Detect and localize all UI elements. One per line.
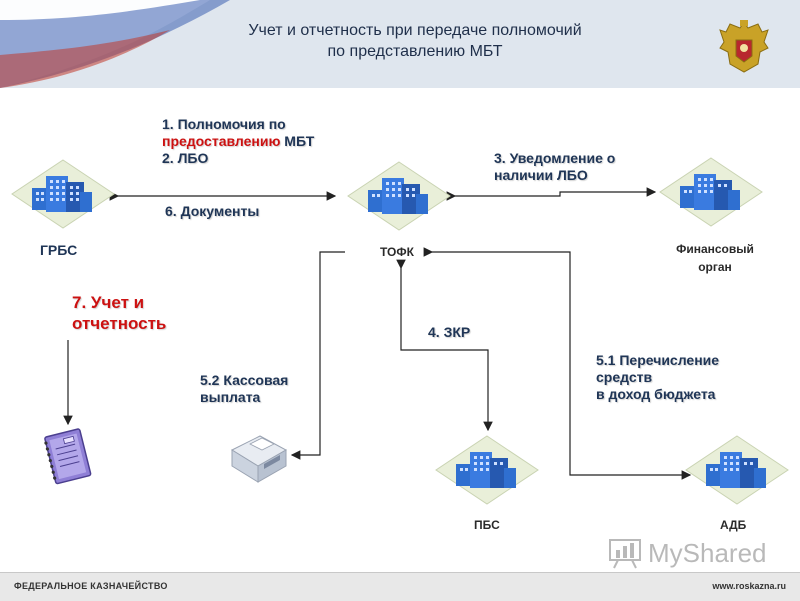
- flow-label-4: 4. ЗКР: [428, 324, 471, 340]
- node-label-tofk: ТОФК: [380, 245, 414, 259]
- arrow-tofk-finorgan: [446, 187, 657, 201]
- treasury-emblem-icon: [719, 20, 769, 73]
- footer-org-name: ФЕДЕРАЛЬНОЕ КАЗНАЧЕЙСТВО: [14, 581, 168, 591]
- flow-1-line1: 1. Полномочия по: [162, 116, 286, 132]
- header: Учет и отчетность при передаче полномочи…: [0, 0, 800, 88]
- flow-label-6: 6. Документы: [165, 203, 260, 219]
- title-line-2: по представлению МБТ: [327, 43, 503, 60]
- notebook-icon: [44, 428, 92, 485]
- presentation-board-icon: [609, 539, 641, 569]
- pbs-building-icon: [435, 435, 539, 505]
- arrow-pbs-tofk: [396, 259, 493, 432]
- node-label-adb: АДБ: [720, 518, 747, 532]
- tofk-building-icon: [347, 161, 451, 231]
- footer: ФЕДЕРАЛЬНОЕ КАЗНАЧЕЙСТВО www.roskazna.ru: [0, 572, 800, 601]
- adb-building-icon: [685, 435, 789, 505]
- printer-icon: [230, 435, 288, 483]
- flow-label-7: 7. Учет и отчетность: [72, 293, 167, 333]
- russian-flag-graphic: [0, 0, 230, 88]
- node-label-grbs: ГРБС: [40, 242, 78, 258]
- title-line-1: Учет и отчетность при передаче полномочи…: [248, 22, 582, 39]
- node-label-finorgan: Финансовый орган: [676, 242, 754, 274]
- flow-label-1-2: 1. Полномочия по предоставлению МБТ 2. Л…: [162, 116, 314, 167]
- finorgan-building-icon: [659, 157, 763, 227]
- flow-label-5-1: 5.1 Перечисление средств в доход бюджета: [596, 352, 720, 402]
- arrow-tofk-adb: [423, 247, 692, 480]
- page-title: Учет и отчетность при передаче полномочи…: [200, 20, 630, 62]
- flow-label-3: 3. Уведомление о наличии ЛБО: [494, 150, 616, 183]
- node-label-pbs: ПБС: [474, 518, 500, 532]
- grbs-building-icon: [11, 159, 115, 229]
- footer-website-link[interactable]: www.roskazna.ru: [712, 581, 786, 591]
- watermark: MyShared: [608, 536, 768, 572]
- arrow-tofk-printer: [290, 251, 345, 460]
- flow-label-5-2: 5.2 Кассовая выплата: [200, 372, 289, 405]
- flow-1-line2: предоставлению МБТ: [162, 133, 315, 149]
- flow-2-line: 2. ЛБО: [162, 150, 209, 166]
- watermark-text: MyShared: [648, 538, 767, 568]
